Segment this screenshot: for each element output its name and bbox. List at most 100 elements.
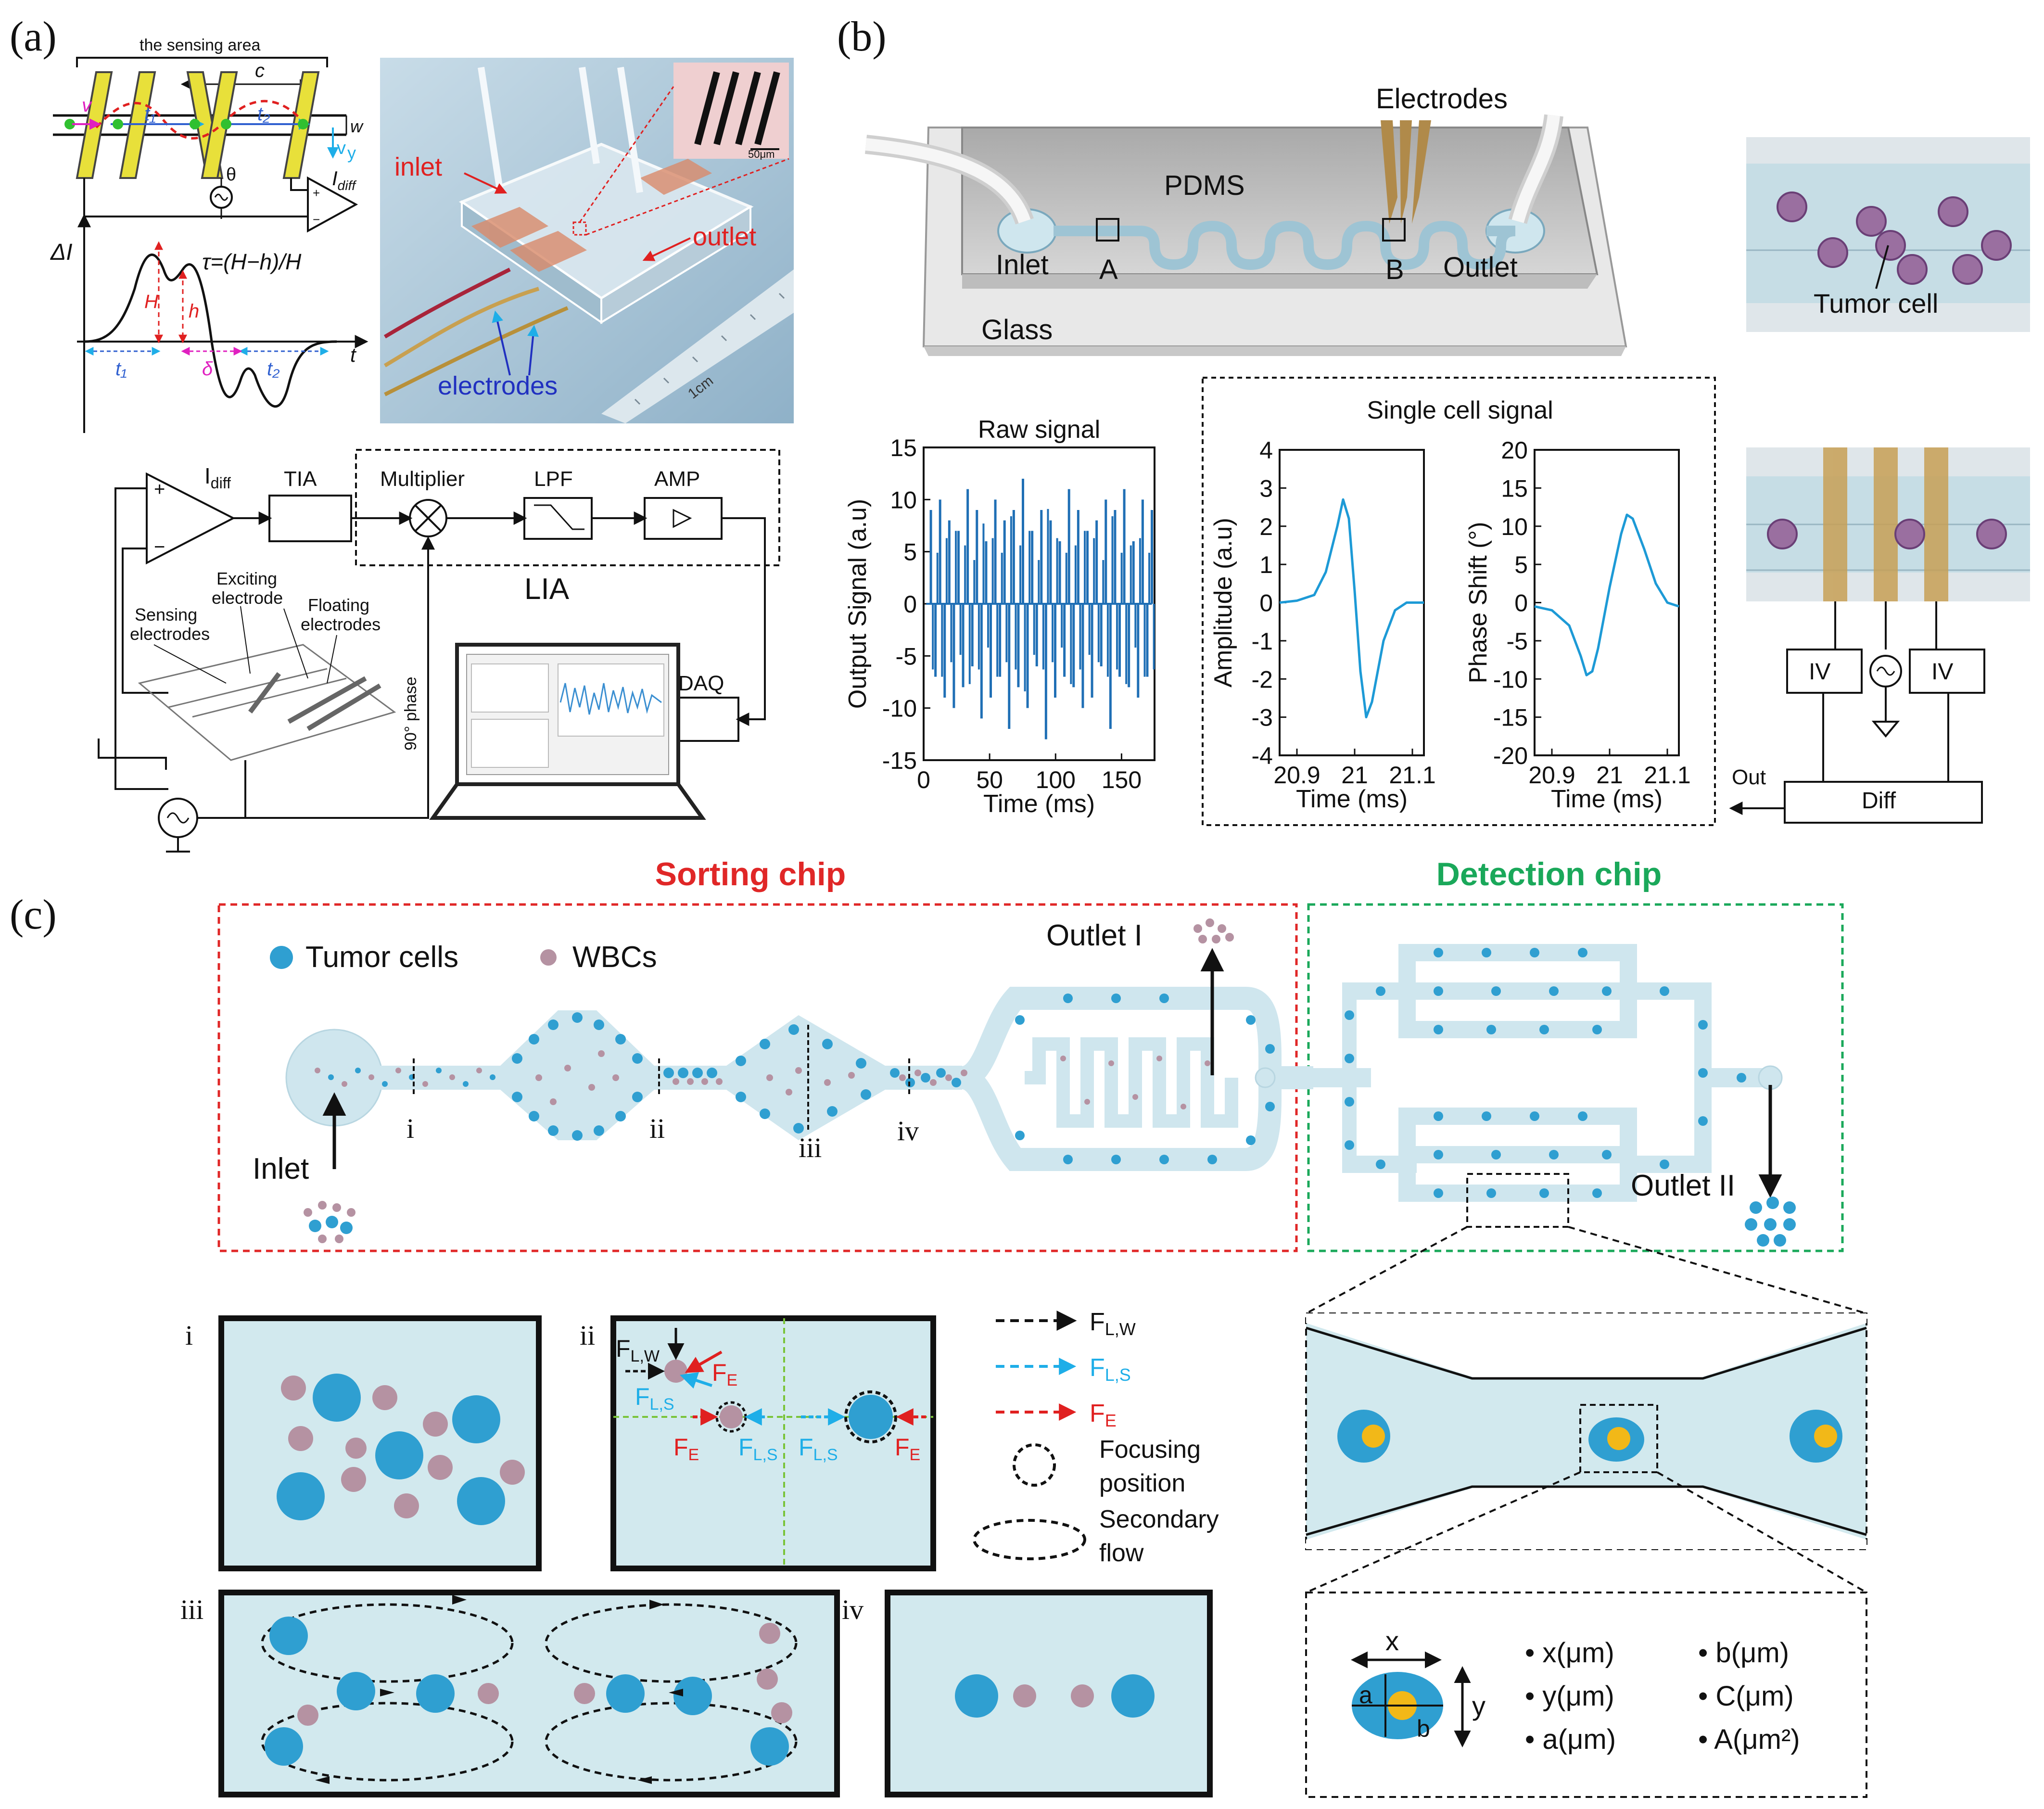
detection-cell bbox=[1345, 1140, 1354, 1150]
x-tick-label: 20.9 bbox=[1528, 762, 1575, 789]
chip-cell bbox=[736, 1092, 746, 1102]
chip-cell bbox=[945, 1074, 952, 1081]
legend-flw: FL,W bbox=[1090, 1308, 1136, 1339]
y-tick-label: 1 bbox=[1259, 551, 1273, 578]
plot-frame bbox=[1279, 449, 1425, 756]
legend-position: position bbox=[1099, 1469, 1185, 1497]
chip-cell bbox=[564, 1065, 571, 1071]
lia-circuit-labels: Idiff + − TIA Multiplier LPF AMP LIA DAQ… bbox=[130, 463, 724, 751]
chip-cell bbox=[535, 1074, 542, 1081]
chip-cell bbox=[1207, 1155, 1217, 1164]
multiplier-label: Multiplier bbox=[380, 467, 465, 491]
chip-cell bbox=[856, 1058, 866, 1069]
detection-cell bbox=[1578, 948, 1587, 957]
tumor-cell-label: Tumor cell bbox=[1814, 288, 1938, 318]
device-inlet-label: Inlet bbox=[996, 249, 1049, 280]
chip-cell bbox=[663, 1068, 674, 1078]
chip-cell bbox=[1159, 1155, 1169, 1164]
chip-cell bbox=[342, 1081, 347, 1087]
out-label: Out bbox=[1732, 765, 1766, 789]
detection-cell bbox=[1592, 1025, 1602, 1034]
param-x-arrow-label: x bbox=[1385, 1626, 1399, 1656]
device-outlet-label: Outlet bbox=[1443, 252, 1518, 283]
signal-waveform: ΔI t H h τ=(H−h)/H t₁ δ t₂ bbox=[50, 214, 368, 433]
param-item-y: • y(μm) bbox=[1525, 1681, 1614, 1712]
param-b-label: b bbox=[1417, 1715, 1430, 1742]
chip-cell bbox=[529, 1111, 539, 1121]
chip-cell bbox=[594, 1125, 604, 1136]
x-tick-label: 21 bbox=[1341, 762, 1368, 789]
detection-cell bbox=[1578, 1111, 1587, 1121]
x-tick-label: 100 bbox=[1036, 766, 1076, 793]
chip-inlet-label: Inlet bbox=[253, 1152, 309, 1185]
chip-cell bbox=[687, 1078, 694, 1085]
detection-cell bbox=[1345, 1010, 1354, 1020]
glass-label: Glass bbox=[981, 314, 1053, 345]
y-tick-label: 3 bbox=[1259, 475, 1273, 502]
section-i-label: i bbox=[185, 1320, 193, 1351]
chip-cell bbox=[760, 1039, 770, 1049]
chip-cell bbox=[930, 1079, 937, 1086]
detection-cell bbox=[1345, 1054, 1354, 1063]
device-A-label: A bbox=[1099, 254, 1118, 285]
panel-label-b: (b) bbox=[837, 13, 887, 60]
chip-cell bbox=[1063, 1155, 1073, 1164]
chip-sec-iv: iv bbox=[897, 1115, 919, 1147]
chip-cell bbox=[512, 1053, 522, 1064]
x-tick-label: 20.9 bbox=[1273, 762, 1320, 789]
chip-cell bbox=[921, 1073, 930, 1083]
chip-cell bbox=[368, 1074, 374, 1080]
y-tick-label: 0 bbox=[1514, 590, 1528, 617]
y-tick-label: 2 bbox=[1259, 513, 1273, 540]
param-item-b: • b(μm) bbox=[1698, 1637, 1789, 1669]
x-tick-label: 21 bbox=[1596, 762, 1623, 789]
chip-cell bbox=[1159, 994, 1169, 1003]
chip-cell bbox=[1265, 1044, 1275, 1054]
detection-zoom bbox=[1305, 1312, 1867, 1593]
amp-plus: + bbox=[154, 479, 165, 500]
photo-electrodes-label: electrodes bbox=[438, 371, 558, 400]
device-electrodes-label: Electrodes bbox=[1376, 83, 1508, 115]
detection-cell bbox=[1434, 1025, 1443, 1034]
panel-label-c: (c) bbox=[10, 892, 57, 938]
tau-formula: τ=(H−h)/H bbox=[202, 249, 302, 274]
chip-cell bbox=[1181, 1104, 1186, 1109]
chip-cell bbox=[1015, 1131, 1025, 1140]
x-axis-label: Time (ms) bbox=[1551, 785, 1663, 813]
detection-cell bbox=[1482, 948, 1491, 957]
detection-cell bbox=[1434, 948, 1443, 957]
chip-cell bbox=[760, 1108, 770, 1119]
photo-outlet-label: outlet bbox=[693, 222, 756, 251]
svg-text:+: + bbox=[313, 186, 320, 200]
detection-cell bbox=[1491, 986, 1501, 996]
chip-cell bbox=[548, 1019, 559, 1030]
y-tick-label: -3 bbox=[1252, 704, 1273, 731]
detection-cell bbox=[1660, 1159, 1669, 1169]
time-axis-label: t bbox=[350, 344, 357, 366]
chip-cell bbox=[952, 1078, 961, 1087]
chip-outlet1-label: Outlet I bbox=[1046, 919, 1143, 952]
y-tick-label: -15 bbox=[1493, 704, 1528, 731]
chip-cell bbox=[612, 1074, 619, 1081]
chip-cell bbox=[632, 1053, 643, 1064]
chip-sec-i: i bbox=[406, 1113, 414, 1144]
sensing-schematic: the sensing area c t₁ t₂ v w v bbox=[53, 36, 364, 233]
x-tick-label: 0 bbox=[917, 766, 930, 793]
chip-cell bbox=[793, 1123, 804, 1134]
chip-cell bbox=[890, 1068, 900, 1078]
sensing-label-2: electrodes bbox=[130, 624, 210, 644]
diff-amplifier-icon bbox=[307, 176, 358, 233]
circuit-idiff-label: Idiff bbox=[204, 463, 231, 492]
chip-cell bbox=[1265, 1102, 1275, 1111]
secondary-flow-icon bbox=[973, 1519, 1086, 1560]
chip-cell bbox=[572, 1130, 583, 1141]
x-axis-label: Time (ms) bbox=[983, 790, 1095, 818]
wbc-legend-icon bbox=[540, 949, 557, 966]
lia-circuit bbox=[98, 449, 780, 853]
chip-cell bbox=[1205, 1060, 1210, 1066]
detection-cell bbox=[1539, 1025, 1549, 1034]
tumor-cell-legend-icon bbox=[270, 946, 293, 969]
y-axis-label: Phase Shift (°) bbox=[1464, 522, 1492, 684]
tumor-cell-icons bbox=[1777, 191, 2012, 285]
